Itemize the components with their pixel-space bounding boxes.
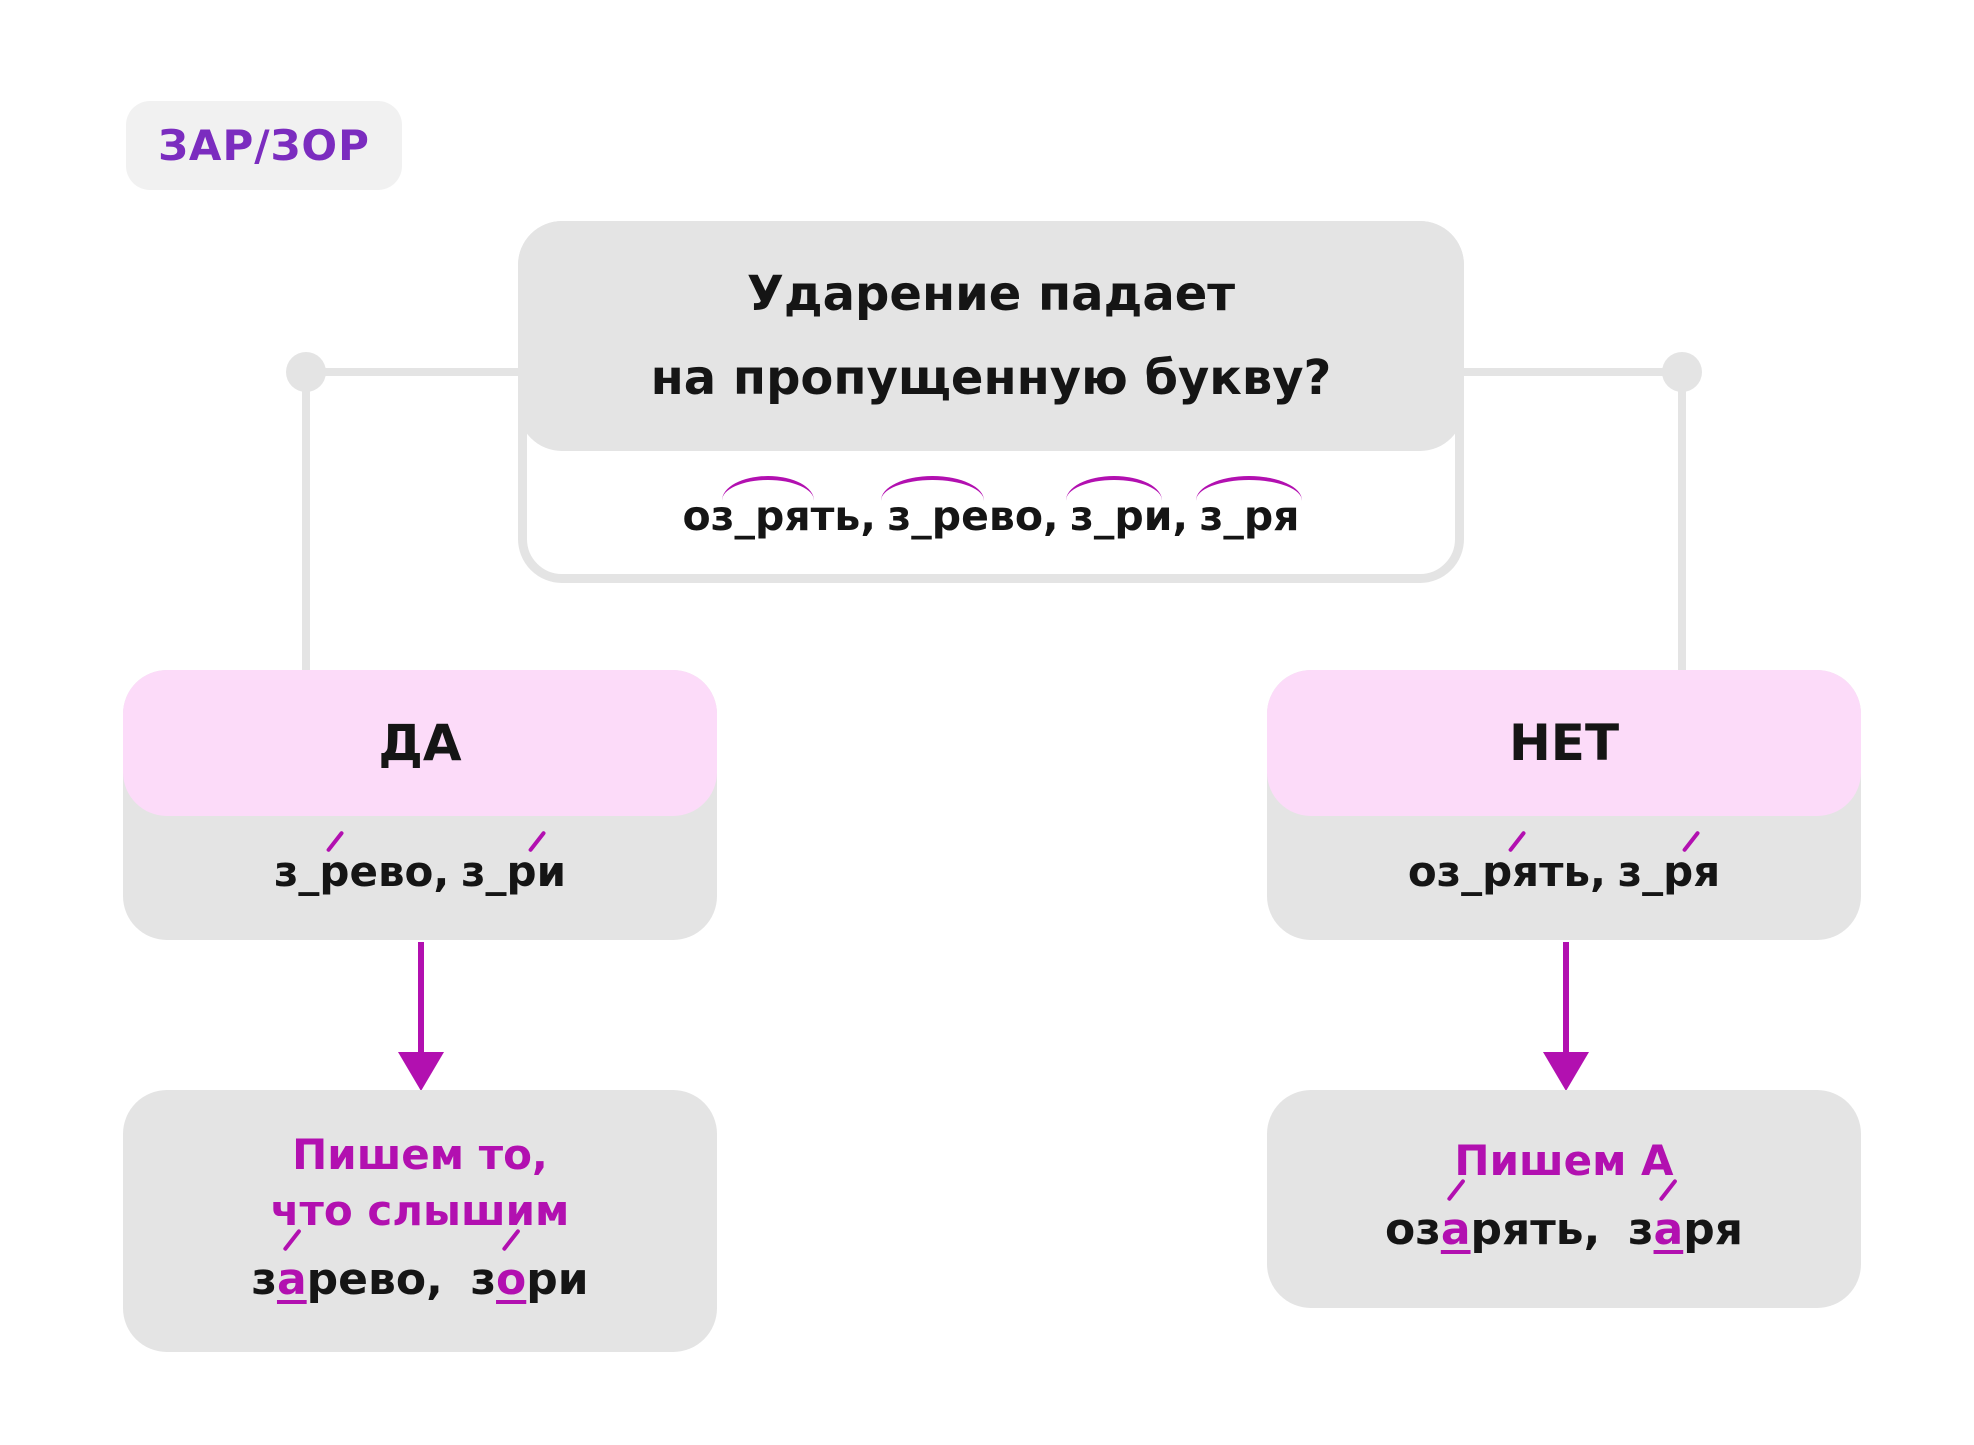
question-line-1: Ударение падает	[746, 266, 1236, 322]
topic-tag: ЗАР/ЗОР	[126, 101, 402, 190]
example-word: з_ри	[1065, 476, 1172, 540]
root-arc	[1065, 476, 1163, 501]
yes-examples: з_рево, з_ри	[123, 816, 717, 926]
root-arc	[721, 476, 815, 501]
arrow-yes-head	[398, 1052, 444, 1091]
yes-label: ДА	[123, 670, 717, 816]
correct-letter: о	[496, 1254, 527, 1305]
question-line-2: на пропущенную букву?	[650, 350, 1332, 406]
example-word: оз_рять	[683, 476, 860, 540]
example-word: з_ри	[461, 830, 566, 896]
correct-letter: а	[1440, 1204, 1471, 1255]
question-examples: оз_рять, з_рево, з_ри, з_ря	[518, 470, 1464, 562]
root-arc	[1195, 476, 1302, 501]
no-result-line-1: Пишем А	[1454, 1136, 1674, 1185]
yes-result-line-2: что слышим	[270, 1186, 570, 1235]
example-word: з_рево	[881, 476, 1043, 540]
connector-right-dot	[1662, 352, 1702, 392]
root-arc	[881, 476, 984, 501]
correct-letter: а	[276, 1254, 307, 1305]
yes-result-line-1: Пишем то,	[292, 1130, 548, 1179]
connector-left-dot	[286, 352, 326, 392]
example-word: з_ря	[1618, 830, 1720, 896]
example-word: з_рево	[274, 830, 433, 896]
arrow-no-head	[1543, 1052, 1589, 1091]
example-word: оз_рять	[1408, 830, 1590, 896]
example-word: з_ря	[1195, 476, 1302, 540]
question-box: Ударение падает на пропущенную букву?	[518, 221, 1464, 451]
no-examples: оз_рять, з_ря	[1267, 816, 1861, 926]
no-label: НЕТ	[1267, 670, 1861, 816]
correct-letter: а	[1653, 1204, 1684, 1255]
